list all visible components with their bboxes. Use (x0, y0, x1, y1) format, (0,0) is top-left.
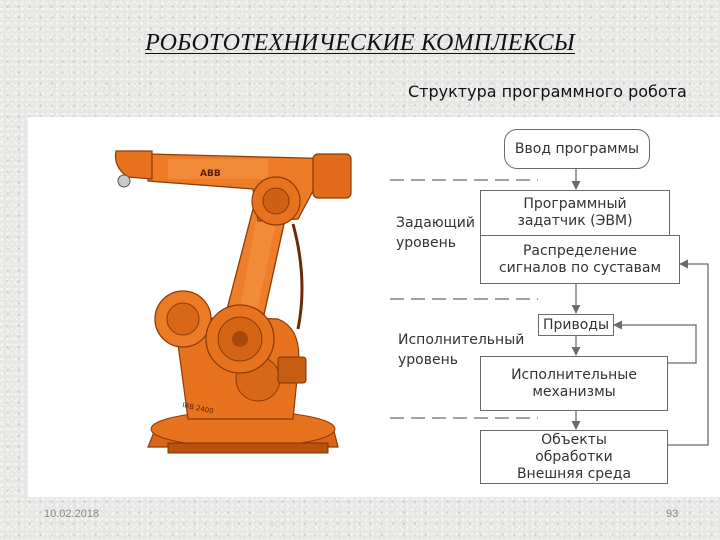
executive-level-label: Исполнительный уровень (398, 332, 525, 368)
content-panel: ABB IRB 2400 Ввод программы Программный … (28, 117, 720, 497)
industrial-robot-image: ABB IRB 2400 (114, 150, 352, 454)
programmer-box: Программный задатчик (ЭВМ) (480, 190, 670, 236)
objects-environment-box: Объекты обработки Внешняя среда (480, 430, 668, 484)
signal-distribution-box: Распределение сигналов по суставам (480, 235, 680, 284)
actuators-box: Исполнительные механизмы (480, 356, 668, 411)
structure-diagram-lines (390, 169, 709, 446)
input-program-box: Ввод программы (504, 129, 650, 169)
slide-subtitle: Структура программного робота (408, 82, 687, 101)
slide-page-number: 93 (666, 508, 679, 520)
master-level-label: Задающий уровень (396, 215, 475, 251)
feedback-inner-loop (613, 320, 697, 364)
feedback-outer-loop (668, 259, 709, 446)
drives-box: Приводы (538, 314, 614, 336)
robot-brand-mark: ABB (200, 169, 221, 179)
slide-date: 10.02.2018 (44, 508, 100, 520)
robot-wrist (114, 150, 153, 180)
slide-title: РОБОТОТЕХНИЧЕСКИЕ КОМПЛЕКСЫ (145, 30, 575, 56)
